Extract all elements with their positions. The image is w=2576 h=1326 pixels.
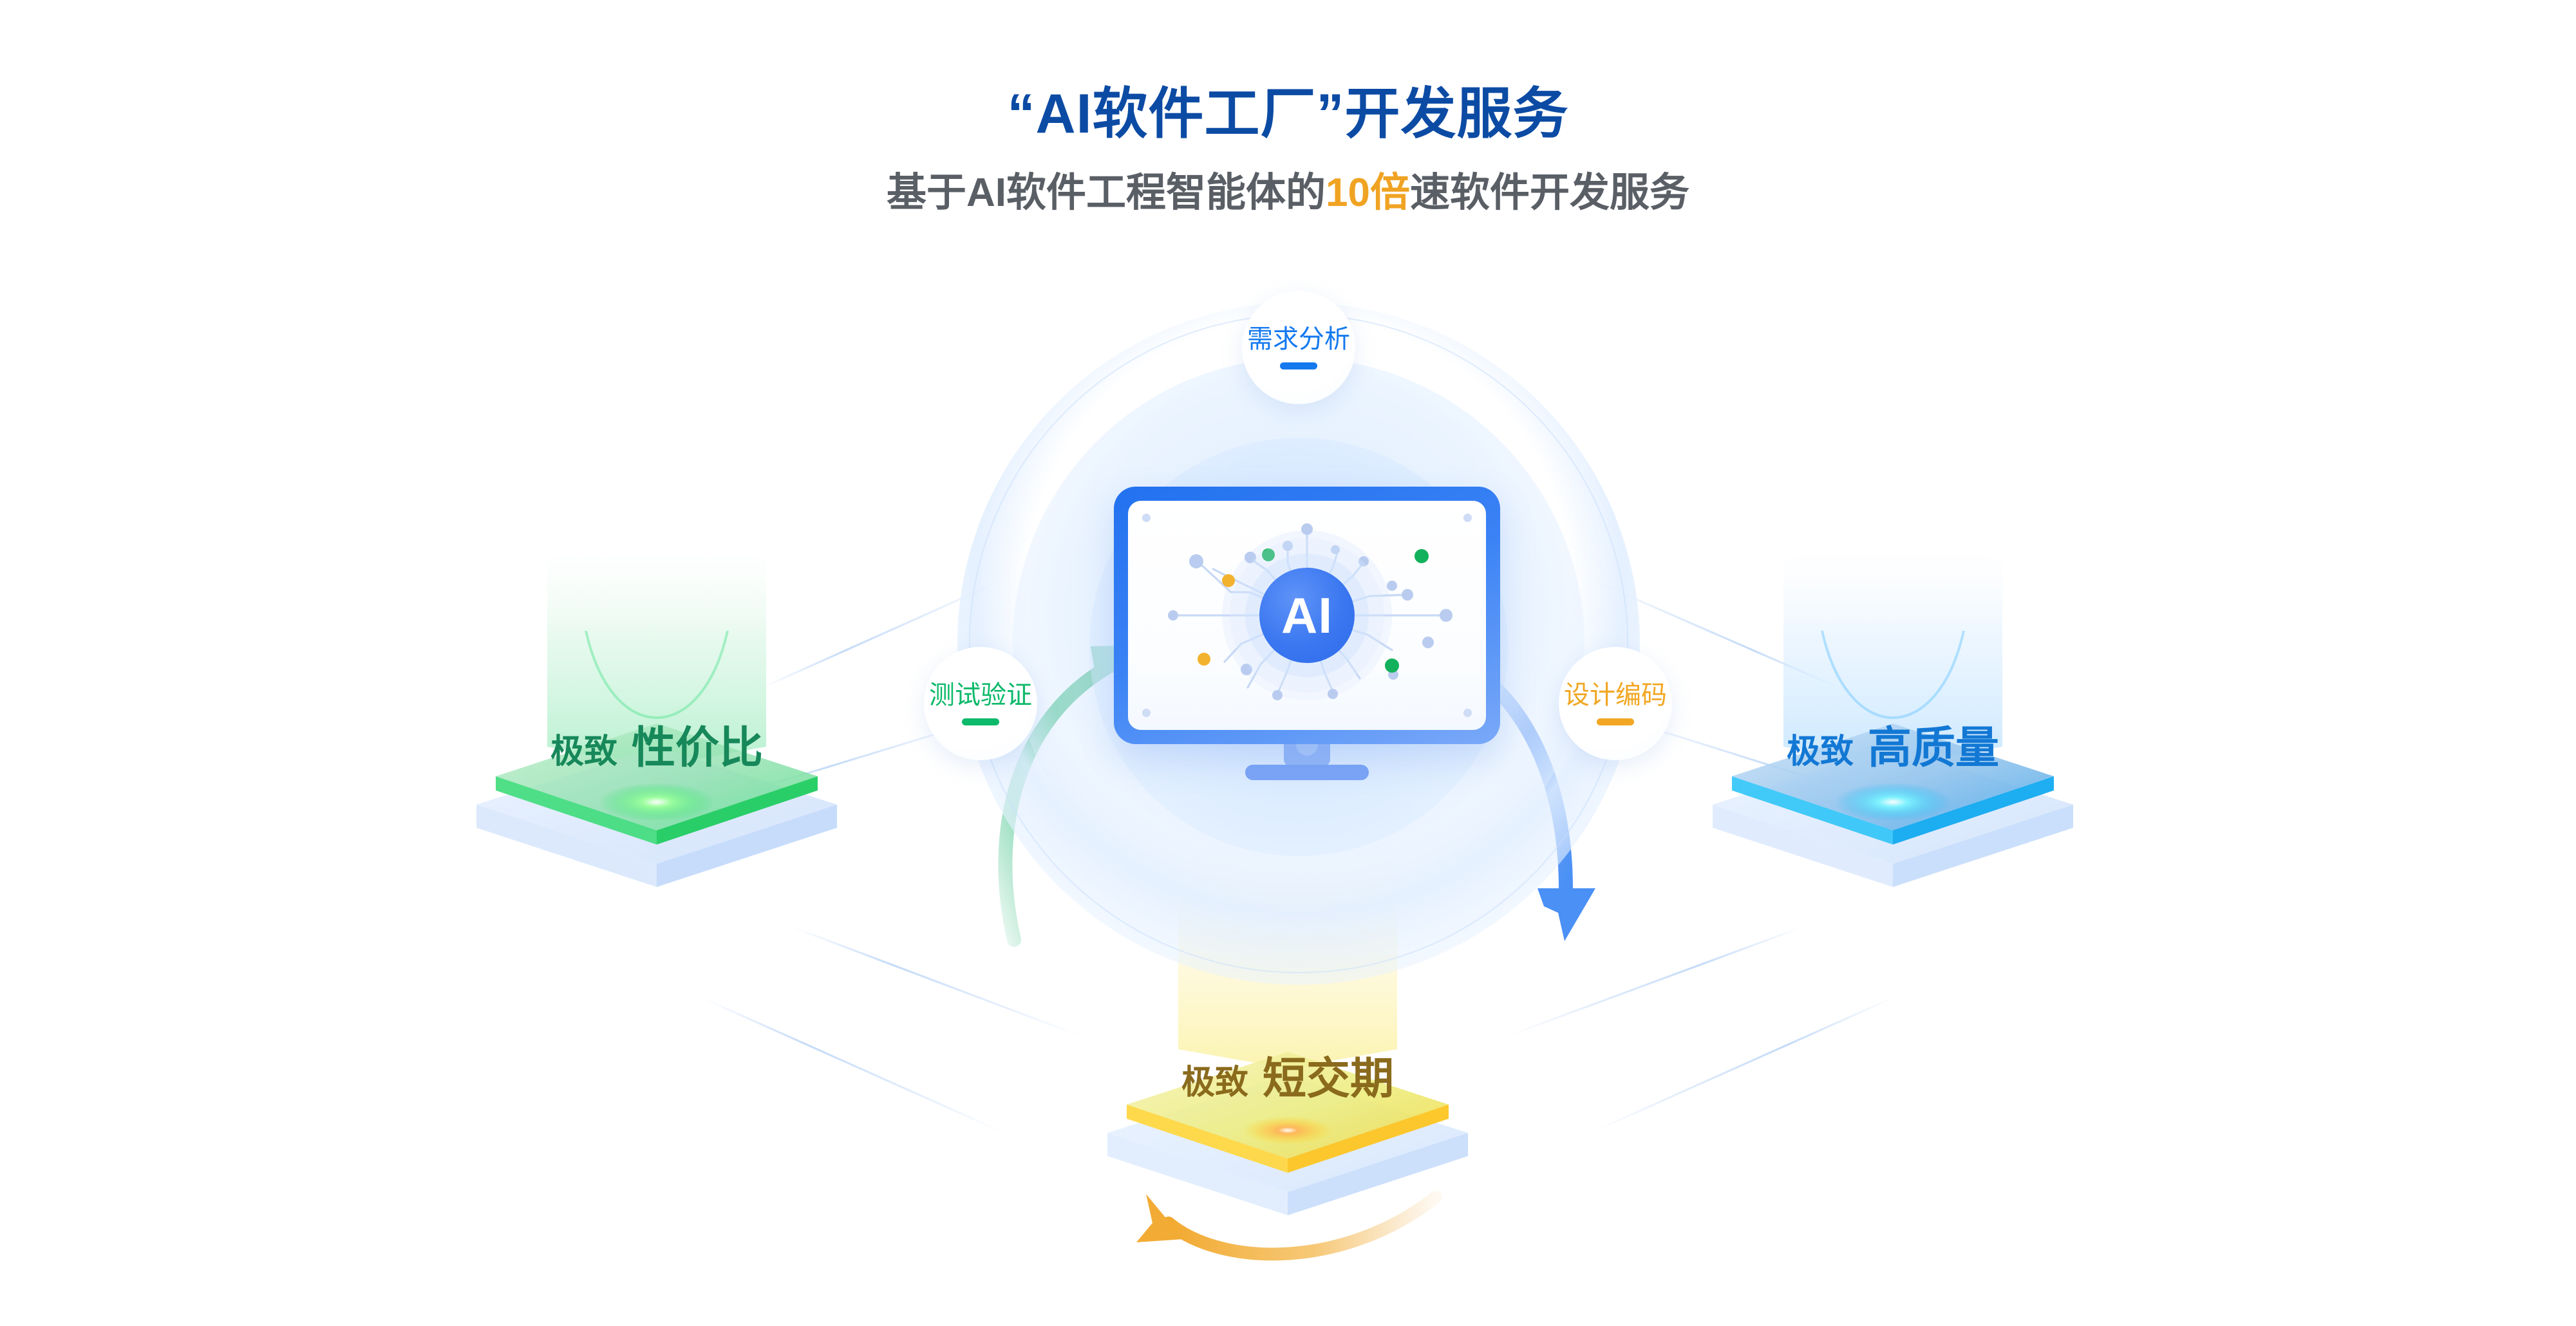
arrow-code-to-test-head [1136,1194,1183,1242]
pillar-slab-yellow-icon [1107,1052,1468,1215]
pillar-delivery-label: 极致短交期 [1082,1057,1494,1101]
pillar-prefix: 极致 [1181,1064,1248,1101]
pillar-beam-green-icon [547,554,766,766]
pillar-title: 性价比 [632,724,764,772]
pillar-prefix: 极致 [1786,733,1854,770]
monitor-screen: AI [1128,501,1486,730]
cycle-node-underline [1280,362,1317,369]
monitor-icon: AI [1114,487,1500,780]
ai-badge: AI [1259,568,1355,663]
pillar-high-quality[interactable]: 极致高质量 [1687,554,2099,914]
circuit-node-green [1262,548,1429,673]
page-subtitle: 基于AI软件工程智能体的10倍速软件开发服务 [0,145,2576,217]
header: “AI软件工厂”开发服务 基于AI软件工程智能体的10倍速软件开发服务 [0,0,2576,217]
development-cycle: AI 需求分析 设计编码 测试验证 [924,291,1672,985]
cycle-node-label: 测试验证 [929,680,1032,709]
cycle-node-design-code[interactable]: 设计编码 [1559,647,1672,760]
screen-corner-dot [1142,709,1151,717]
subtitle-suffix: 速软件开发服务 [1409,170,1689,215]
cycle-node-requirement[interactable]: 需求分析 [1242,291,1355,404]
pillar-slab-green-icon [476,724,837,887]
ai-label: AI [1281,587,1333,644]
pillar-prefix: 极致 [550,733,617,770]
cycle-node-label: 需求分析 [1247,324,1350,353]
monitor-foot [1245,765,1369,780]
monitor-neck-notch [1296,742,1318,756]
cycle-node-label: 设计编码 [1564,680,1667,709]
arrow-code-to-test-path [1162,1191,1442,1261]
screen-corner-dot [1463,709,1472,717]
pillar-beam-blue-icon [1783,554,2002,766]
monitor-frame: AI [1114,487,1500,744]
pillar-short-delivery[interactable]: 极致短交期 [1082,856,1494,1326]
pillar-title: 高质量 [1868,724,2000,772]
subtitle-prefix: 基于AI软件工程智能体的 [887,170,1326,215]
cycle-node-underline [962,718,999,725]
subtitle-highlight: 10倍 [1326,170,1410,215]
cycle-node-test-verify[interactable]: 测试验证 [924,647,1037,760]
pillar-cost-effectiveness[interactable]: 极致性价比 [451,554,863,914]
circuit-node-orange [1198,574,1235,666]
pillar-slab-blue-icon [1713,724,2073,887]
illustration: 极致性价比 [0,277,2576,1323]
pillar-quality-label: 极致高质量 [1687,726,2099,770]
arrow-requirement-to-code-head [1537,888,1595,941]
pillar-title: 短交期 [1263,1054,1395,1103]
screen-corner-dot [1142,514,1151,522]
pillar-cost-label: 极致性价比 [451,726,863,770]
cycle-node-underline [1597,718,1634,725]
screen-corner-dot [1463,514,1472,522]
page-title: “AI软件工厂”开发服务 [1007,83,1569,145]
